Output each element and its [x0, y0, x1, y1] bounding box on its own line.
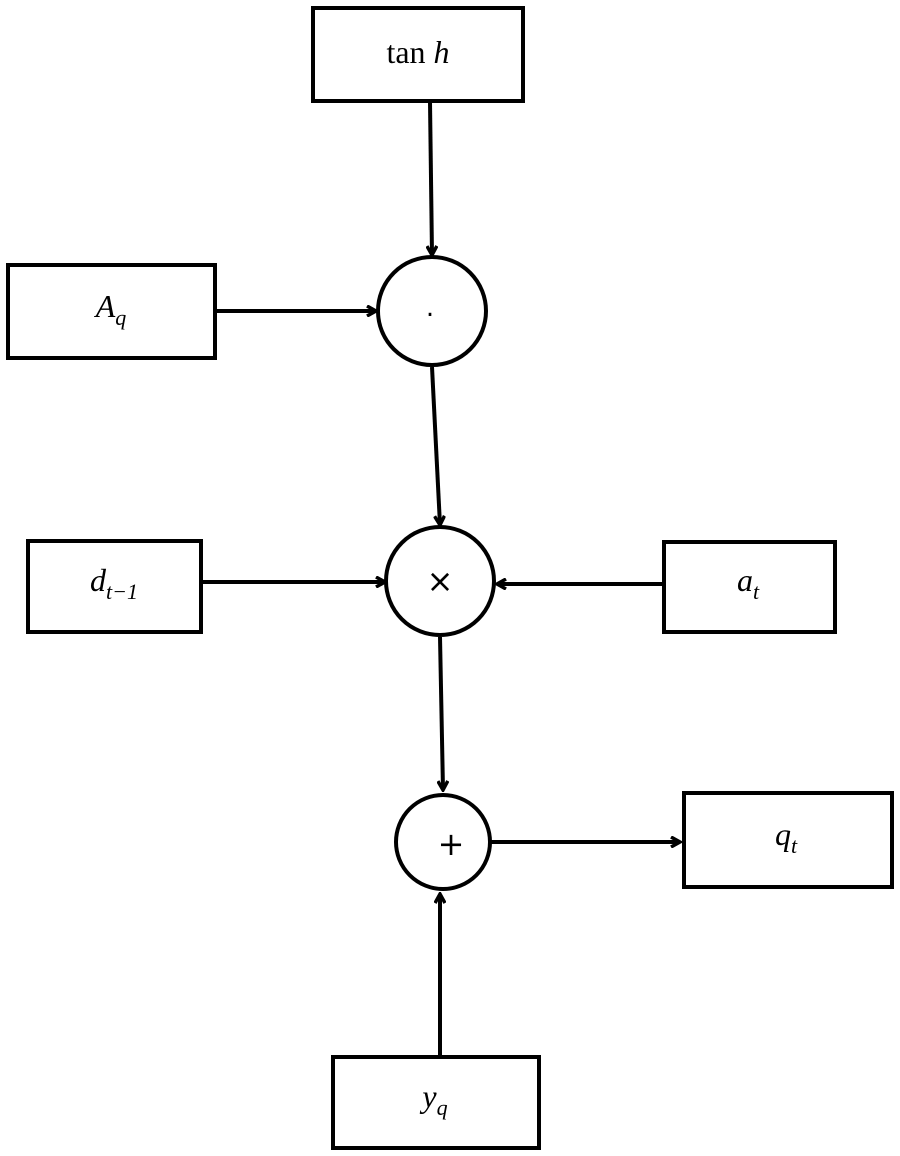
svg-text:qt: qt	[775, 816, 798, 858]
svg-text:Aq: Aq	[94, 288, 127, 330]
box-q-t: qt	[682, 791, 894, 889]
a-q-main: A	[94, 288, 116, 324]
y-q-main: y	[419, 1078, 437, 1114]
add-operator: +	[438, 825, 465, 863]
svg-text:tan h: tan h	[386, 34, 449, 70]
y-q-sub: q	[437, 1095, 448, 1120]
dot-operator: ·	[426, 301, 434, 331]
box-tanh: tan h	[311, 6, 525, 103]
svg-text:yq: yq	[419, 1078, 447, 1120]
a-t-main: a	[737, 562, 753, 598]
edge-dot-to-multiply	[430, 366, 440, 525]
tanh-var-label: h	[434, 34, 450, 70]
node-multiply: ×	[384, 525, 496, 637]
box-a-q: Aq	[6, 263, 217, 360]
d-main: d	[90, 562, 107, 598]
box-y-q: yq	[331, 1055, 541, 1150]
a-q-sub: q	[115, 305, 126, 330]
edge-tanh-to-dot	[430, 101, 432, 255]
svg-text:at: at	[737, 562, 760, 604]
tanh-fn-label: tan	[386, 34, 425, 70]
node-add: +	[394, 793, 492, 891]
d-sub: t−1	[106, 579, 138, 604]
box-d-t-minus-1: dt−1	[26, 539, 203, 634]
q-t-main: q	[775, 816, 791, 852]
node-dot-product: ·	[376, 255, 488, 367]
multiply-operator: ×	[427, 562, 454, 600]
box-a-t: at	[662, 540, 837, 634]
edge-multiply-to-add	[440, 636, 443, 790]
a-t-sub: t	[753, 579, 760, 604]
q-t-sub: t	[791, 833, 798, 858]
svg-text:dt−1: dt−1	[90, 562, 138, 604]
